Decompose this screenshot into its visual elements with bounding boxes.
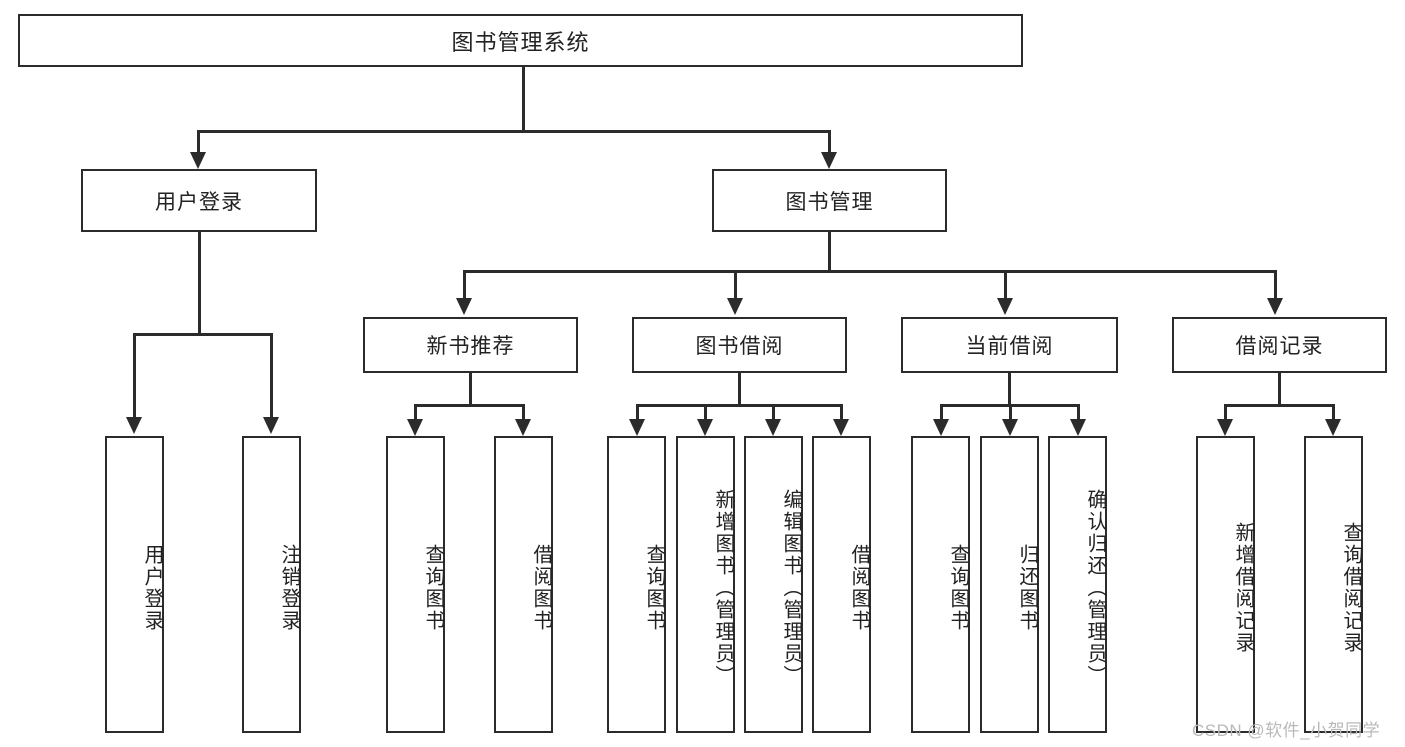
connector-drop-cb-0 bbox=[940, 404, 943, 420]
connector-drop-book-manage bbox=[828, 130, 831, 154]
node-borrow-record[interactable]: 借阅记录 bbox=[1172, 317, 1387, 373]
node-current-borrow[interactable]: 当前借阅 bbox=[901, 317, 1118, 373]
arrowhead-l3-3 bbox=[1267, 298, 1283, 315]
leaf-label: 新增图书（管理员） bbox=[712, 488, 734, 687]
leaf-label: 借阅图书 bbox=[530, 543, 552, 632]
leaf-new-book-1[interactable]: 借阅图书 bbox=[494, 436, 553, 733]
connector-user-login-stem bbox=[198, 232, 201, 335]
node-new-book-recommend[interactable]: 新书推荐 bbox=[363, 317, 578, 373]
connector-drop-nb-1 bbox=[522, 404, 525, 420]
leaf-label: 查询图书 bbox=[643, 543, 665, 632]
arrowhead-l3-1 bbox=[727, 298, 743, 315]
connector-drop-cb-1 bbox=[1009, 404, 1012, 420]
connector-borrow-record-stem bbox=[1278, 373, 1281, 406]
leaf-book-borrow-2[interactable]: 编辑图书（管理员） bbox=[744, 436, 803, 733]
leaf-label: 查询图书 bbox=[422, 543, 444, 632]
connector-borrow-record-bus bbox=[1224, 404, 1334, 407]
arrowhead-l3-2 bbox=[997, 298, 1013, 315]
arrowhead-bb-1 bbox=[697, 419, 713, 436]
leaf-label: 归还图书 bbox=[1016, 543, 1038, 632]
arrowhead-bb-0 bbox=[629, 419, 645, 436]
arrowhead-l3-0 bbox=[456, 298, 472, 315]
connector-book-manage-stem bbox=[828, 232, 831, 272]
csdn-watermark: CSDN @软件_小贺同学 bbox=[1192, 721, 1381, 740]
leaf-label: 编辑图书（管理员） bbox=[780, 488, 802, 687]
node-root-system[interactable]: 图书管理系统 bbox=[18, 14, 1023, 67]
connector-drop-l3-0 bbox=[463, 270, 466, 300]
leaf-label: 注销登录 bbox=[278, 543, 300, 632]
connector-book-borrow-bus bbox=[636, 404, 842, 407]
connector-drop-l3-1 bbox=[734, 270, 737, 300]
connector-drop-br-0 bbox=[1224, 404, 1227, 420]
connector-drop-bb-2 bbox=[772, 404, 775, 420]
arrowhead-ul-leaf-2 bbox=[263, 417, 279, 434]
arrowhead-user-login bbox=[190, 152, 206, 169]
leaf-label: 确认归还（管理员） bbox=[1084, 488, 1106, 687]
arrowhead-nb-0 bbox=[407, 419, 423, 436]
leaf-borrow-record-1[interactable]: 查询借阅记录 bbox=[1304, 436, 1363, 733]
arrowhead-book-manage bbox=[821, 152, 837, 169]
connector-drop-user-login bbox=[197, 130, 200, 154]
connector-new-book-stem bbox=[469, 373, 472, 406]
connector-user-login-bus bbox=[133, 333, 271, 336]
leaf-book-borrow-3[interactable]: 借阅图书 bbox=[812, 436, 871, 733]
leaf-label: 查询图书 bbox=[947, 543, 969, 632]
arrowhead-nb-1 bbox=[515, 419, 531, 436]
connector-root-bus bbox=[197, 130, 831, 133]
connector-drop-br-1 bbox=[1332, 404, 1335, 420]
leaf-book-borrow-1[interactable]: 新增图书（管理员） bbox=[676, 436, 735, 733]
arrowhead-cb-0 bbox=[933, 419, 949, 436]
connector-drop-bb-1 bbox=[704, 404, 707, 420]
connector-book-borrow-stem bbox=[738, 373, 741, 406]
leaf-user-login-1[interactable]: 注销登录 bbox=[242, 436, 301, 733]
leaf-label: 用户登录 bbox=[141, 543, 163, 632]
arrowhead-ul-leaf-1 bbox=[126, 417, 142, 434]
connector-drop-ul-leaf-2 bbox=[270, 333, 273, 419]
leaf-current-borrow-1[interactable]: 归还图书 bbox=[980, 436, 1039, 733]
connector-current-borrow-stem bbox=[1008, 373, 1011, 406]
connector-drop-cb-2 bbox=[1077, 404, 1080, 420]
connector-drop-ul-leaf-1 bbox=[133, 333, 136, 419]
connector-drop-l3-3 bbox=[1274, 270, 1277, 300]
connector-drop-bb-0 bbox=[636, 404, 639, 420]
arrowhead-cb-2 bbox=[1070, 419, 1086, 436]
connector-new-book-bus bbox=[414, 404, 524, 407]
connector-drop-l3-2 bbox=[1004, 270, 1007, 300]
leaf-label: 新增借阅记录 bbox=[1232, 521, 1254, 654]
leaf-label: 借阅图书 bbox=[848, 543, 870, 632]
connector-drop-bb-3 bbox=[840, 404, 843, 420]
arrowhead-cb-1 bbox=[1002, 419, 1018, 436]
leaf-user-login-0[interactable]: 用户登录 bbox=[105, 436, 164, 733]
leaf-current-borrow-0[interactable]: 查询图书 bbox=[911, 436, 970, 733]
arrowhead-bb-2 bbox=[765, 419, 781, 436]
node-book-borrow[interactable]: 图书借阅 bbox=[632, 317, 847, 373]
node-user-login[interactable]: 用户登录 bbox=[81, 169, 317, 232]
arrowhead-br-1 bbox=[1325, 419, 1341, 436]
arrowhead-bb-3 bbox=[833, 419, 849, 436]
arrowhead-br-0 bbox=[1217, 419, 1233, 436]
connector-drop-nb-0 bbox=[414, 404, 417, 420]
connector-book-manage-bus bbox=[463, 270, 1277, 273]
leaf-borrow-record-0[interactable]: 新增借阅记录 bbox=[1196, 436, 1255, 733]
node-book-manage[interactable]: 图书管理 bbox=[712, 169, 947, 232]
leaf-book-borrow-0[interactable]: 查询图书 bbox=[607, 436, 666, 733]
leaf-current-borrow-2[interactable]: 确认归还（管理员） bbox=[1048, 436, 1107, 733]
connector-root-stem bbox=[522, 67, 525, 131]
leaf-new-book-0[interactable]: 查询图书 bbox=[386, 436, 445, 733]
leaf-label: 查询借阅记录 bbox=[1340, 521, 1362, 654]
